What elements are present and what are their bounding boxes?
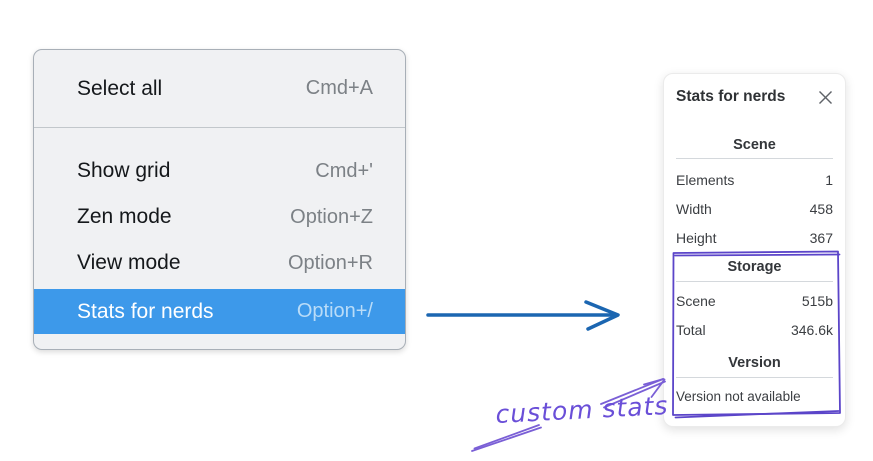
menu-item-label: Select all [77,76,163,100]
menu-item-label: Stats for nerds [77,299,214,323]
stat-label: Elements [676,171,735,188]
menu-item-shortcut: Option+/ [296,300,373,322]
menu-item-shortcut: Option+Z [290,205,373,228]
stat-label: Scene [676,292,716,309]
stat-value: 346.6k [790,321,833,338]
menu-group: Show grid Cmd+' Zen mode Option+Z View m… [34,128,405,334]
stat-row-height: Height 367 [676,223,833,252]
stat-row-elements: Elements 1 [676,165,833,194]
context-menu: Select all Cmd+A Show grid Cmd+' Zen mod… [33,49,406,350]
menu-item-shortcut: Option+R [287,251,373,274]
stat-value: 515b [801,292,833,309]
version-note: Version not available [676,389,801,404]
menu-item-label: Zen mode [77,205,172,228]
arrow-menu-to-panel-icon [426,300,620,331]
section-heading-version: Version [728,355,781,371]
stat-row-width: Width 458 [676,194,833,223]
custom-stats-annotation: custom stats [495,391,669,429]
section-divider [676,158,833,159]
stat-value: 458 [809,200,833,217]
stat-row-scene-size: Scene 515b [676,286,833,315]
custom-stats-group: Storage Scene 515b Total 346.6k Version … [676,257,833,411]
stat-label: Total [676,321,706,338]
stat-label: Width [676,200,712,217]
menu-item-show-grid[interactable]: Show grid Cmd+' [34,148,405,194]
menu-item-label: Show grid [77,159,171,182]
section-heading-storage: Storage [727,259,782,275]
stats-panel: Stats for nerds Scene Elements 1 Width 4… [663,73,846,427]
menu-item-select-all[interactable]: Select all Cmd+A [34,50,405,127]
menu-item-view-mode[interactable]: View mode Option+R [34,240,405,286]
menu-item-shortcut: Cmd+' [315,159,373,182]
close-icon[interactable] [818,90,833,105]
menu-item-shortcut: Cmd+A [305,77,373,99]
section-divider [676,281,833,282]
menu-item-label: View mode [77,251,181,274]
stats-panel-title: Stats for nerds [676,88,786,105]
stats-panel-header: Stats for nerds [676,74,833,107]
stat-row-total-size: Total 346.6k [676,315,833,344]
stat-value: 1 [825,171,833,188]
section-divider [676,377,833,378]
stat-value: 367 [809,229,833,246]
menu-item-zen-mode[interactable]: Zen mode Option+Z [34,194,405,240]
sketch-arrow-icon [471,378,666,452]
stat-label: Height [676,229,717,246]
menu-divider [34,127,405,128]
menu-item-stats-for-nerds[interactable]: Stats for nerds Option+/ [34,289,405,334]
section-heading-scene: Scene [733,137,776,153]
